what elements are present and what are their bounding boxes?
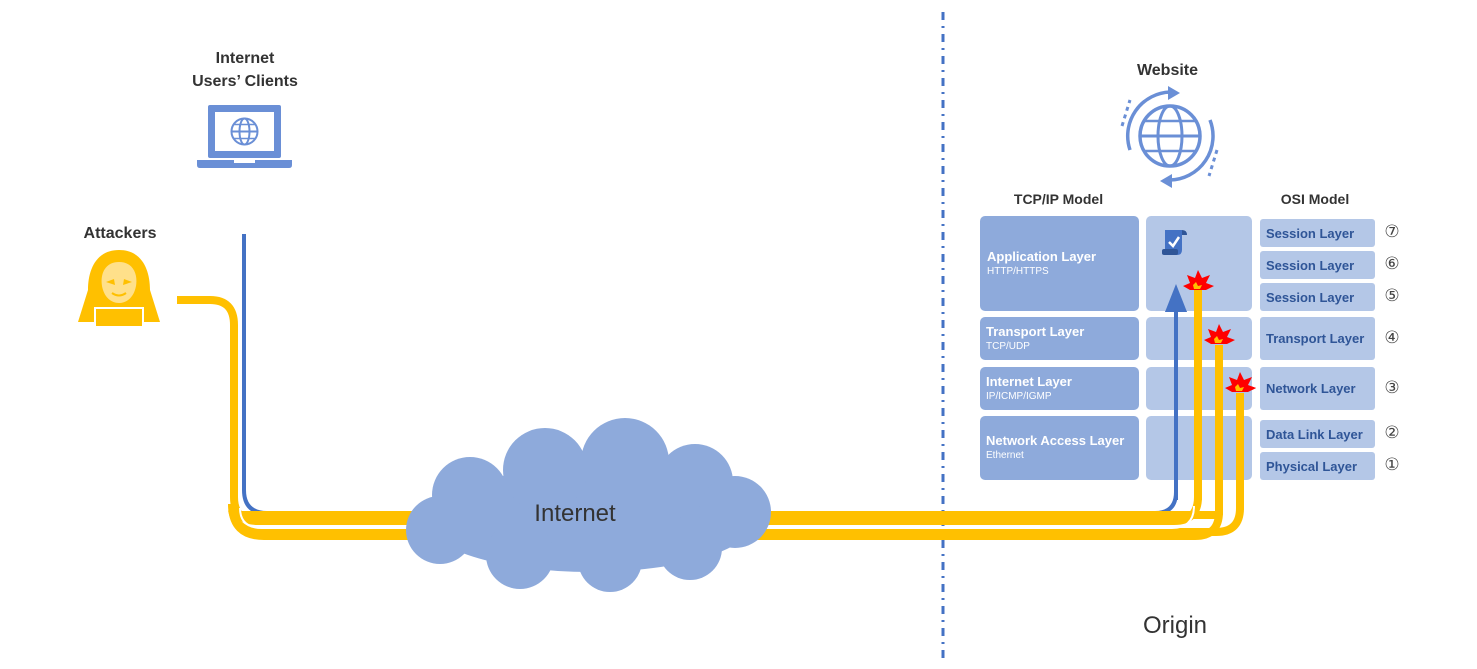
website-globe-icon bbox=[1120, 86, 1219, 188]
tcpip-layer-protocols: TCP/UDP bbox=[986, 341, 1030, 352]
internet-users-title: Internet Users’ Clients bbox=[170, 47, 320, 93]
tcpip-layer-name: Application Layer bbox=[987, 249, 1097, 264]
attackers-title: Attackers bbox=[83, 225, 157, 242]
osi-number-2: ② bbox=[1384, 423, 1400, 442]
osi-number-7: ⑦ bbox=[1384, 222, 1400, 241]
osi-layer-3: Network Layer bbox=[1260, 367, 1375, 410]
tcpip-layer-network-access: Network Access Layer Ethernet bbox=[980, 416, 1139, 480]
internet-cloud-label: Internet bbox=[534, 500, 616, 527]
website-title: Website bbox=[1136, 62, 1199, 79]
internet-cloud bbox=[406, 418, 771, 592]
middle-box-transport bbox=[1146, 317, 1252, 360]
laptop-icon bbox=[197, 105, 292, 168]
verified-document-icon bbox=[1162, 230, 1187, 255]
osi-layer-4: Transport Layer bbox=[1260, 317, 1375, 360]
tcpip-layer-protocols: Ethernet bbox=[986, 450, 1024, 461]
osi-layer-7: Session Layer bbox=[1260, 219, 1375, 247]
internet-users-line2: Users’ Clients bbox=[192, 73, 298, 90]
tcpip-layer-application: Application Layer HTTP/HTTPS bbox=[980, 216, 1139, 311]
origin-label: Origin bbox=[1142, 612, 1208, 639]
attacker-icon bbox=[78, 250, 160, 326]
osi-layer-2: Data Link Layer bbox=[1260, 420, 1375, 448]
tcpip-layer-transport: Transport Layer TCP/UDP bbox=[980, 317, 1139, 360]
osi-number-6: ⑥ bbox=[1384, 254, 1400, 273]
osi-layer-5: Session Layer bbox=[1260, 283, 1375, 311]
middle-box-internet bbox=[1146, 367, 1252, 410]
osi-layer-1: Physical Layer bbox=[1260, 452, 1375, 480]
tcpip-layer-internet: Internet Layer IP/ICMP/IGMP bbox=[980, 367, 1139, 410]
osi-model-title: OSI Model bbox=[1280, 191, 1350, 207]
osi-number-4: ④ bbox=[1384, 328, 1400, 347]
tcpip-model-title: TCP/IP Model bbox=[1013, 191, 1104, 207]
osi-number-5: ⑤ bbox=[1384, 286, 1400, 305]
internet-users-line1: Internet bbox=[215, 50, 275, 67]
osi-number-3: ③ bbox=[1384, 378, 1400, 397]
tcpip-layer-protocols: HTTP/HTTPS bbox=[987, 266, 1049, 277]
osi-layer-6: Session Layer bbox=[1260, 251, 1375, 279]
osi-number-1: ① bbox=[1384, 455, 1400, 474]
tcpip-layer-name: Transport Layer bbox=[986, 324, 1085, 339]
tcpip-layer-protocols: IP/ICMP/IGMP bbox=[986, 391, 1052, 402]
tcpip-layer-name: Internet Layer bbox=[986, 374, 1072, 389]
tcpip-layer-name: Network Access Layer bbox=[986, 433, 1125, 448]
middle-box-network-access bbox=[1146, 416, 1252, 480]
